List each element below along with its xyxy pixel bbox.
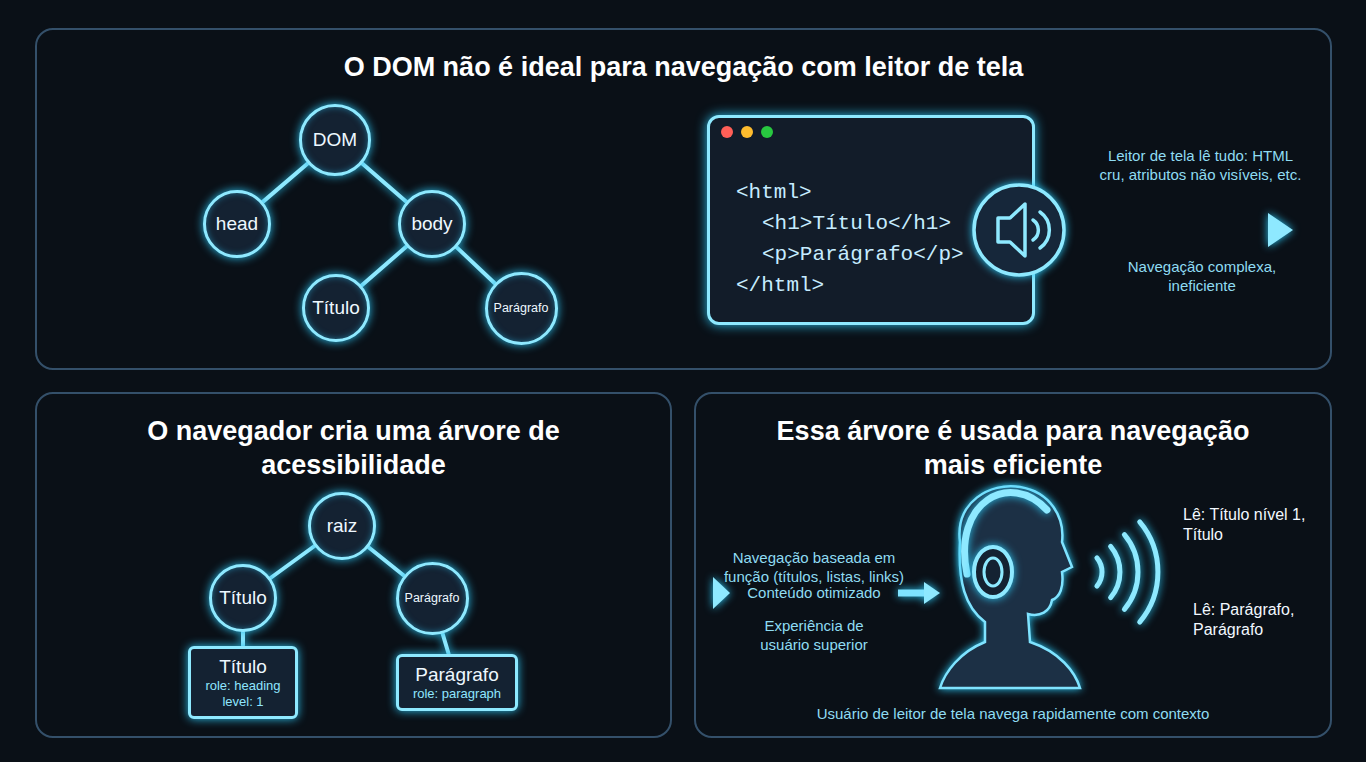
connector-line — [442, 633, 448, 654]
node-label: Parágrafo — [494, 301, 549, 315]
speaker-body — [998, 204, 1025, 256]
connector-line — [362, 164, 406, 202]
box-title: Parágrafo — [413, 663, 501, 686]
tree-connector — [442, 633, 448, 654]
headphone-cup — [974, 547, 1012, 597]
connector-line — [241, 632, 245, 646]
role-text: level: 1 — [205, 694, 280, 710]
connector-line — [263, 163, 308, 201]
annotation-label: Conteúdo otimizado — [738, 583, 890, 602]
box-title: Título — [205, 655, 280, 678]
section-panel: O navegador cria uma árvore de acessibil… — [35, 392, 672, 738]
tree-connector — [362, 246, 407, 285]
connector-line — [362, 246, 407, 285]
annotation-label: Experiência de usuário superior — [738, 616, 890, 654]
annotation-label: Lê: Título nível 1, Título — [1183, 505, 1328, 545]
node-label: Título — [219, 587, 267, 609]
connector-line — [270, 546, 314, 578]
tree-node-circle: raiz — [308, 492, 376, 560]
annotation-label: Lê: Parágrafo, Parágrafo — [1193, 600, 1328, 640]
arrow-shaft — [898, 590, 926, 597]
sound-waves — [1097, 522, 1158, 622]
tree-connector — [362, 164, 406, 202]
panel-title: O navegador cria uma árvore de acessibil… — [134, 414, 574, 482]
node-label: DOM — [313, 129, 357, 151]
connector-line — [457, 247, 495, 283]
speaker-icon — [974, 185, 1064, 275]
sound-wave — [1097, 558, 1102, 586]
node-label: head — [216, 213, 258, 235]
window-dot — [761, 126, 773, 138]
dom-node-circle: Parágrafo — [485, 272, 558, 345]
section-panel: O DOM não é ideal para navegação com lei… — [35, 28, 1332, 370]
role-text: role: heading — [205, 678, 280, 694]
role-text: role: paragraph — [413, 686, 501, 702]
flow-arrow — [614, 577, 730, 609]
listener-illustration — [940, 486, 1158, 688]
annotation-label: Navegação complexa, ineficiente — [1112, 257, 1292, 295]
code-line: <html> — [736, 180, 812, 206]
small-arrow — [898, 582, 940, 604]
dom-node-circle: head — [203, 190, 271, 258]
annotation-label: Usuário de leitor de tela navega rapidam… — [763, 704, 1263, 723]
panel-title: O DOM não é ideal para navegação com lei… — [84, 50, 1284, 84]
tree-connector — [369, 547, 404, 575]
annotation-label: Navegação baseada em função (títulos, li… — [710, 548, 918, 586]
tree-connector — [270, 546, 314, 578]
role-box: Títulorole: headinglevel: 1 — [188, 646, 297, 719]
node-label: body — [411, 213, 452, 235]
arrow-head — [924, 582, 940, 604]
window-dot — [741, 126, 753, 138]
node-label: Título — [312, 297, 360, 319]
role-box: Parágraforole: paragraph — [396, 654, 518, 711]
tree-connector — [263, 163, 308, 201]
speaker-circle — [974, 185, 1064, 275]
tree-node-circle: Parágrafo — [396, 562, 469, 635]
code-line: </html> — [736, 273, 824, 299]
speaker-wave — [1033, 220, 1038, 240]
sound-wave — [1140, 522, 1158, 622]
dom-node-circle: body — [398, 190, 466, 258]
speaker-wave — [1040, 212, 1049, 248]
arrow-shaft — [1105, 226, 1272, 234]
output-arrow — [1105, 213, 1293, 247]
annotation-label: Leitor de tela lê tudo: HTML cru, atribu… — [1098, 146, 1303, 184]
panel-title: Essa árvore é usada para navegação mais … — [743, 414, 1283, 482]
head-profile — [940, 486, 1080, 688]
tree-connector — [457, 247, 495, 283]
connector-line — [369, 547, 404, 575]
tree-connector — [242, 632, 243, 646]
sound-wave — [1124, 535, 1138, 610]
headphone-cup-inner — [984, 558, 1002, 586]
code-line: <p>Parágrafo</p> — [762, 242, 964, 268]
code-window: <html> <h1>Título</h1> <p>Parágrafo</p> </h… — [707, 115, 1035, 325]
window-dot — [721, 126, 733, 138]
dom-node-circle: Título — [302, 274, 370, 342]
node-label: Parágrafo — [405, 591, 460, 605]
code-line: <h1>Título</h1> — [762, 211, 951, 237]
node-label: raiz — [327, 515, 358, 537]
arrow-head — [1268, 213, 1293, 247]
tree-node-circle: Título — [209, 564, 277, 632]
arrow-shaft — [614, 589, 716, 598]
dom-node-circle: DOM — [299, 104, 371, 176]
sound-wave — [1111, 546, 1120, 597]
